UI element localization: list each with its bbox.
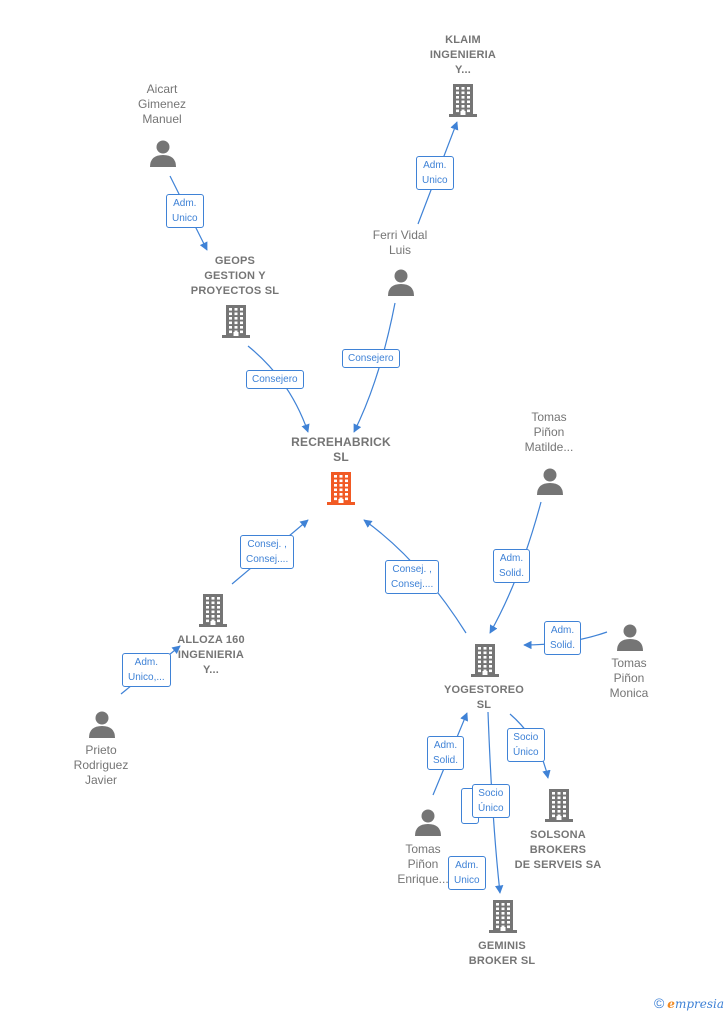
brand-rest: mpresia [674, 997, 724, 1011]
edge-label-yoge-geminis[interactable]: Socio Único [472, 784, 510, 818]
person-icon-prieto[interactable] [87, 709, 117, 744]
node-label-tomas-matilde[interactable]: Tomas Piñon Matilde... [524, 410, 574, 454]
building-icon-geminis[interactable] [487, 899, 519, 938]
edge-label-yoge-solsona[interactable]: Socio Único [507, 728, 545, 762]
building-icon-solsona[interactable] [543, 788, 575, 827]
person-icon-tomas-matilde[interactable] [535, 466, 565, 501]
node-label-geops[interactable]: GEOPS GESTION Y PROYECTOS SL [190, 255, 280, 297]
building-icon-alloza[interactable] [197, 593, 229, 632]
node-label-alloza[interactable]: ALLOZA 160 INGENIERIA Y... [177, 634, 245, 676]
brand-e: e [667, 997, 675, 1011]
edge-geops-recre [247, 345, 310, 433]
node-label-klaim[interactable]: KLAIM INGENIERIA Y... [429, 34, 497, 76]
person-icon-ferri[interactable] [386, 267, 416, 302]
edge-label-enrique-yoge[interactable]: Adm. Solid. [427, 736, 465, 770]
person-icon-tomas-enrique[interactable] [413, 807, 443, 842]
node-label-tomas-enrique[interactable]: Tomas Piñon Enrique... [397, 842, 449, 886]
building-icon-recrehabrick[interactable] [325, 471, 357, 510]
building-icon-klaim[interactable] [447, 83, 479, 122]
edge-ferri-recre [353, 302, 396, 433]
edge-label-enrique-geminis[interactable]: Adm. Unico [448, 856, 486, 890]
edge-label-yoge-recre[interactable]: Consej. , Consej.... [385, 560, 440, 594]
edge-label-matilde-yoge[interactable]: Adm. Solid. [493, 549, 531, 583]
edge-label-alloza-recre[interactable]: Consej. , Consej.... [240, 535, 295, 569]
node-label-aicart[interactable]: Aicart Gimenez Manuel [137, 82, 187, 126]
node-label-prieto[interactable]: Prieto Rodriguez Javier [73, 743, 129, 787]
node-label-solsona[interactable]: SOLSONA BROKERS DE SERVEIS SA [514, 829, 602, 871]
empresia-logo: ©empresia [654, 995, 724, 1011]
copyright-icon: © [653, 995, 665, 1011]
node-label-tomas-monica[interactable]: Tomas Piñon Monica [609, 656, 649, 700]
edge-label-ferri-klaim[interactable]: Adm. Unico [416, 156, 454, 190]
edge-label-prieto-alloza[interactable]: Adm. Unico,... [122, 653, 171, 687]
node-label-geminis[interactable]: GEMINIS BROKER SL [468, 940, 536, 967]
building-icon-yogestoreo[interactable] [469, 643, 501, 682]
person-icon-tomas-monica[interactable] [615, 622, 645, 657]
edge-label-aicart-geops[interactable]: Adm. Unico [166, 194, 204, 228]
edge-label-ferri-recre[interactable]: Consejero [342, 349, 400, 368]
building-icon-geops[interactable] [220, 304, 252, 343]
node-label-recrehabrick[interactable]: RECREHABRICK SL [291, 435, 391, 464]
edge-label-geops-recre[interactable]: Consejero [246, 370, 304, 389]
node-label-yogestoreo[interactable]: YOGESTOREO SL [443, 684, 525, 711]
edge-label-monica-yoge[interactable]: Adm. Solid. [544, 621, 582, 655]
person-icon-aicart[interactable] [148, 138, 178, 173]
node-label-ferri[interactable]: Ferri Vidal Luis [372, 228, 428, 257]
